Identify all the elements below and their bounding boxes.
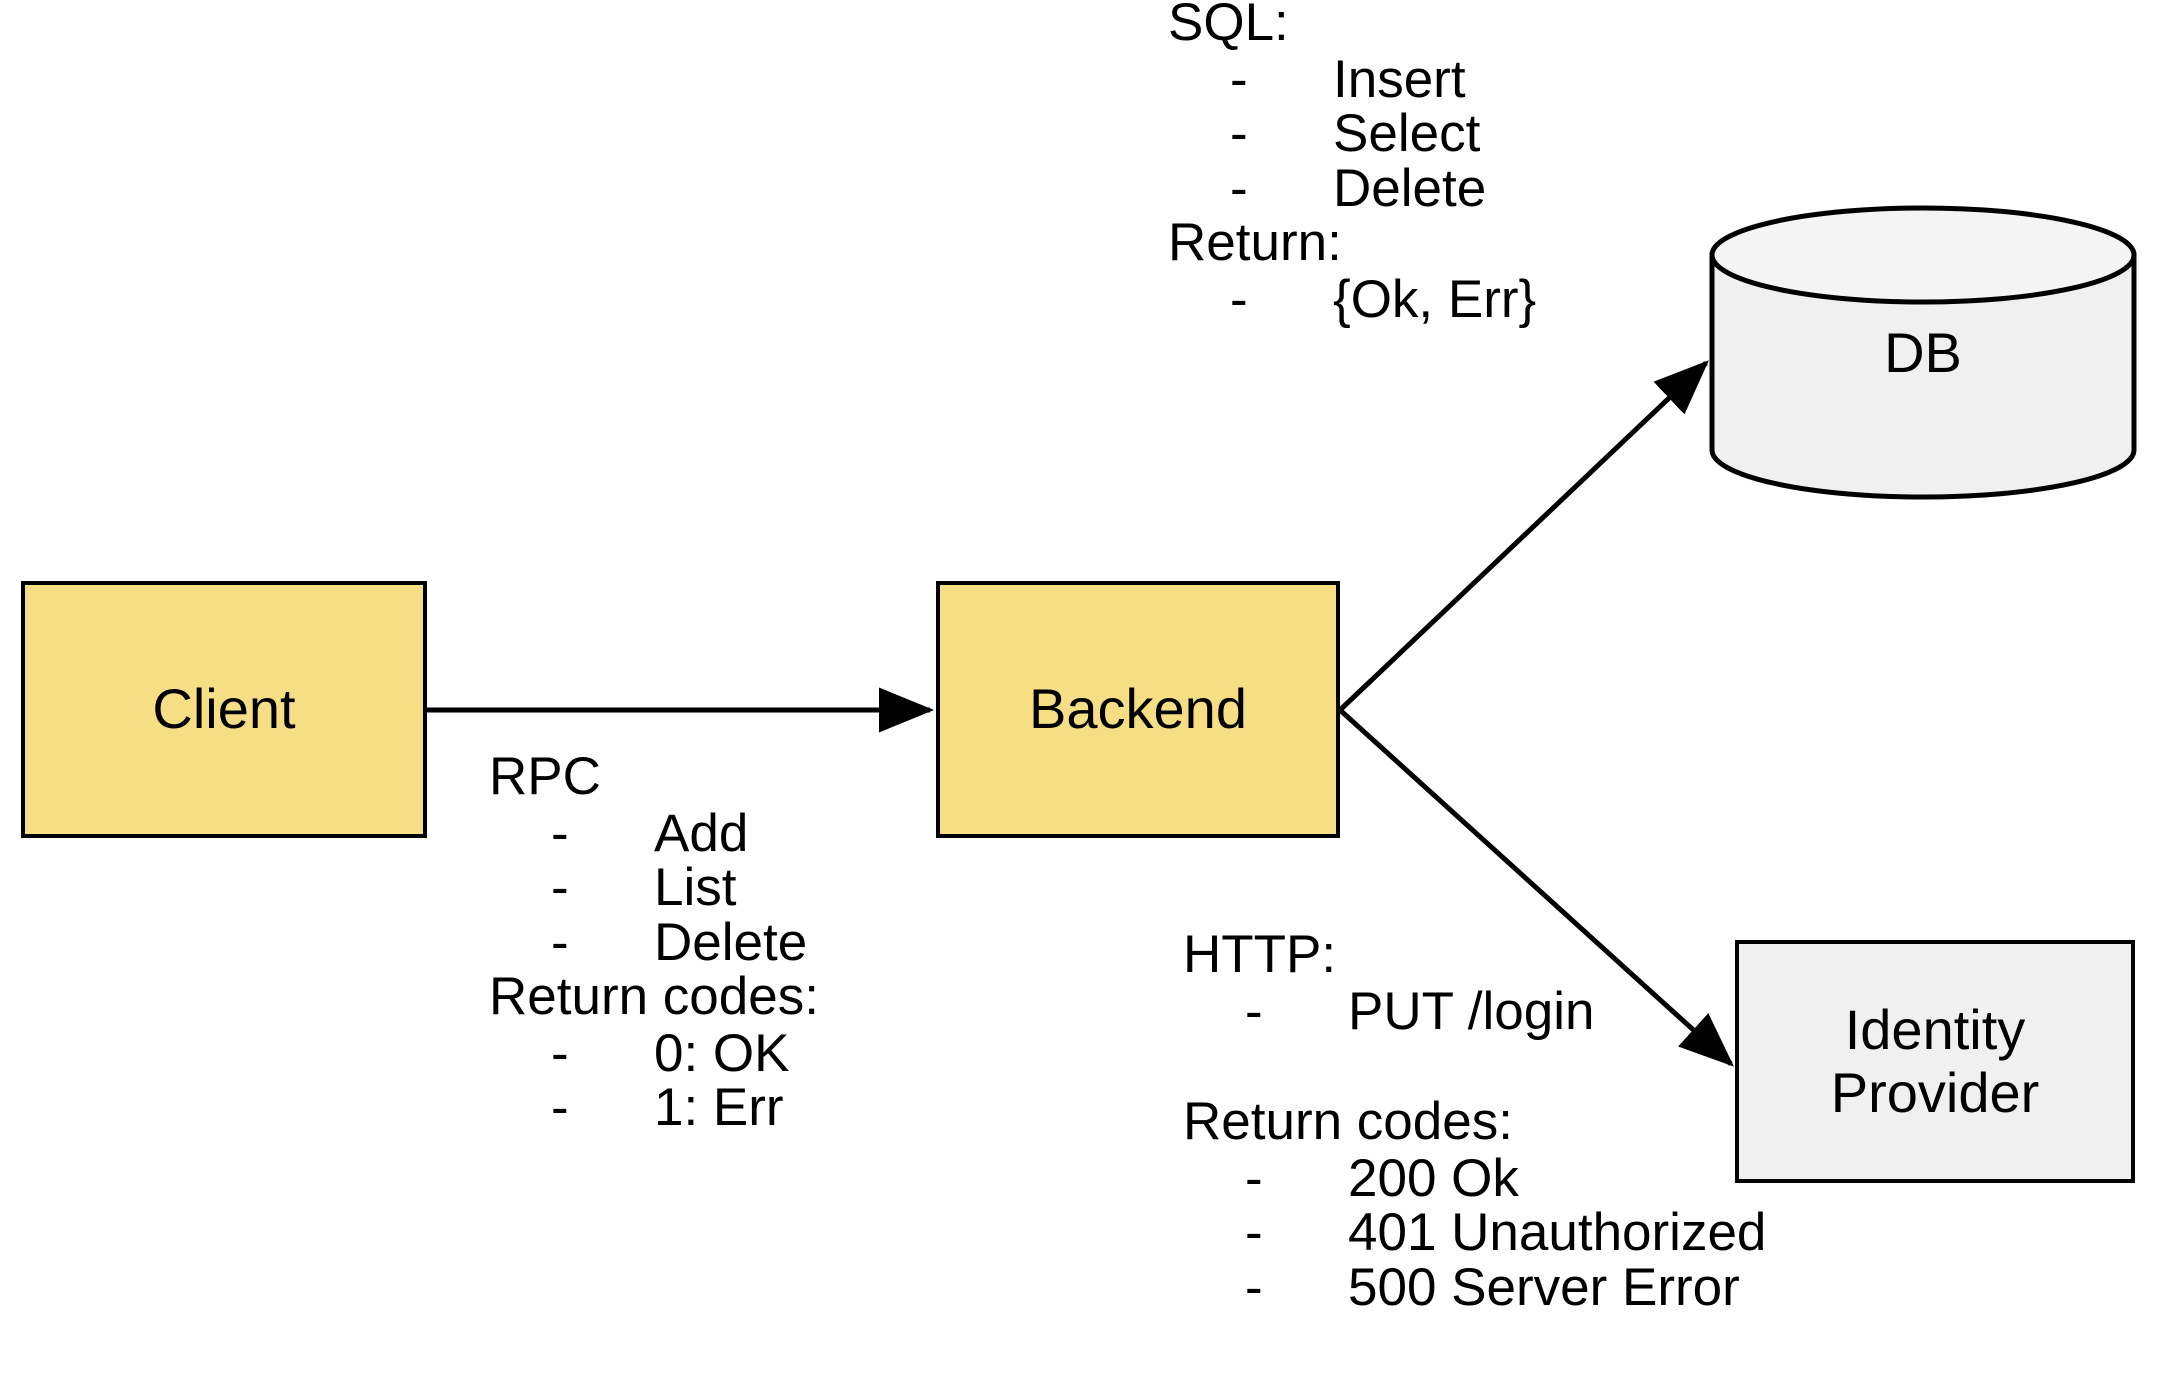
annotation-rpc-item-label: Add [654, 803, 749, 863]
annotation-rpc-item: - List [489, 858, 819, 918]
annotation-rpc-item: - Delete [489, 912, 819, 972]
annotation-rpc-return-item: - 1: Err [489, 1081, 819, 1136]
annotation-http-return-item: - 401 Unauthorized [1183, 1203, 1767, 1263]
bullet-dash-icon: - [1230, 158, 1248, 218]
bullet-dash-icon: - [551, 1078, 569, 1138]
bullet-dash-icon: - [1230, 269, 1248, 329]
bullet-dash-icon: - [1245, 1257, 1263, 1317]
annotation-http-returns: Return codes: - 200 Ok - 401 Unauthorize… [1183, 1092, 1767, 1317]
node-client-label: Client [152, 677, 296, 741]
annotation-http-return-item: - 200 Ok [1183, 1148, 1766, 1208]
annotation-http-item-label: PUT /login [1348, 981, 1595, 1041]
bullet-dash-icon: - [551, 912, 569, 972]
bullet-dash-icon: - [1245, 1148, 1263, 1208]
annotation-rpc-item-label: List [654, 858, 737, 918]
annotation-rpc-item-label: Delete [654, 912, 808, 972]
node-database-label: DB [1884, 321, 1962, 384]
annotation-sql-item-label: Delete [1333, 158, 1487, 218]
annotation-sql-item: - Select [1168, 104, 1536, 164]
annotation-rpc-return-item: - 0: OK [489, 1023, 819, 1083]
annotation-rpc-heading: RPC [489, 747, 601, 806]
annotation-rpc-return-label: 1: Err [654, 1078, 784, 1138]
node-identity-provider[interactable]: Identity Provider [1735, 940, 2135, 1183]
annotation-sql-item-label: Insert [1333, 49, 1466, 109]
annotation-http-return-label: 401 Unauthorized [1348, 1203, 1767, 1263]
annotation-http-item: - PUT /login [1183, 981, 1595, 1041]
annotation-sql-returns-heading: Return: [1168, 213, 1342, 273]
annotation-sql-item-label: Select [1333, 104, 1481, 164]
node-identity-provider-label: Identity Provider [1830, 997, 2040, 1124]
annotation-http-heading: HTTP: [1183, 925, 1337, 984]
annotation-http-return-item: - 500 Server Error [1183, 1257, 1766, 1317]
annotation-sql: SQL: - Insert - Select - Delete Return: … [1168, 0, 1536, 327]
node-backend[interactable]: Backend [936, 581, 1340, 838]
bullet-dash-icon: - [551, 858, 569, 918]
bullet-dash-icon: - [551, 803, 569, 863]
database-cylinder-icon [1709, 205, 2137, 500]
annotation-rpc: RPC - Add - List - Delete Return codes: … [489, 747, 819, 1136]
annotation-rpc-item: - Add [489, 803, 819, 863]
annotation-rpc-returns-heading: Return codes: [489, 967, 819, 1027]
node-client[interactable]: Client [21, 581, 427, 838]
annotation-rpc-return-label: 0: OK [654, 1023, 790, 1083]
annotation-sql-return-label: {Ok, Err} [1333, 269, 1537, 329]
annotation-sql-return-item: - {Ok, Err} [1168, 269, 1537, 329]
annotation-http-top: HTTP: - PUT /login [1183, 925, 1595, 1041]
bullet-dash-icon: - [1230, 104, 1248, 164]
edge-backend-to-db [1338, 360, 1709, 712]
node-database[interactable]: DB [1709, 205, 2137, 500]
annotation-sql-item: - Delete [1168, 158, 1536, 218]
annotation-http-return-label: 200 Ok [1348, 1148, 1519, 1208]
annotation-sql-heading: SQL: [1168, 0, 1289, 52]
bullet-dash-icon: - [551, 1023, 569, 1083]
bullet-dash-icon: - [1230, 49, 1248, 109]
bullet-dash-icon: - [1245, 1203, 1263, 1263]
annotation-http-return-label: 500 Server Error [1348, 1257, 1740, 1317]
bullet-dash-icon: - [1245, 981, 1263, 1041]
annotation-http-returns-heading: Return codes: [1183, 1092, 1513, 1151]
node-backend-label: Backend [1029, 677, 1247, 741]
annotation-sql-item: - Insert [1168, 49, 1536, 109]
